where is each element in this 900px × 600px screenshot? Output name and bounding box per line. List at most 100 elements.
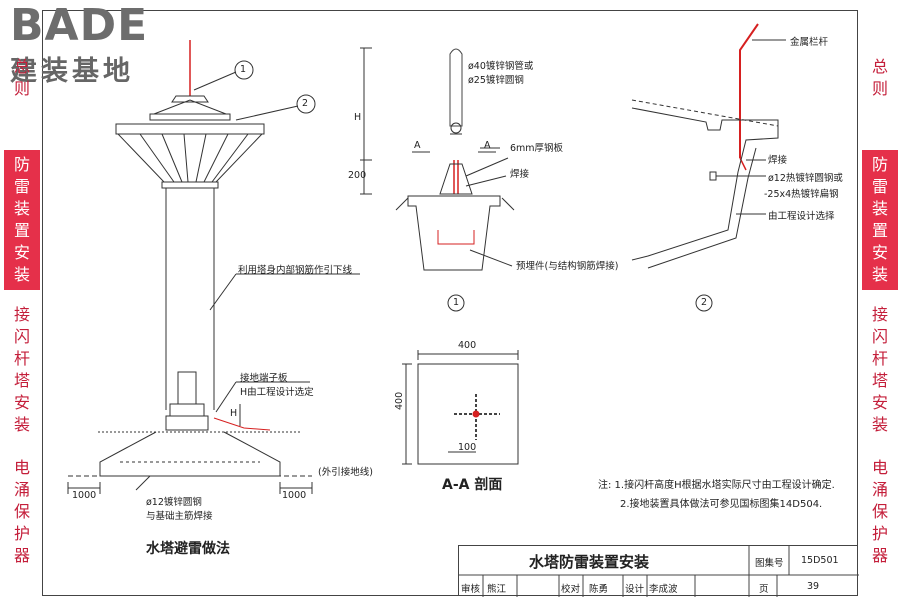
d1-weld: 焊接	[510, 169, 530, 180]
sidebar-char: 器	[13, 546, 30, 565]
detail2-rail	[739, 23, 759, 158]
sidebar-item-2[interactable]: 防雷装置安装	[4, 150, 40, 290]
sidebar-item-3[interactable]: 接闪杆塔安装	[862, 304, 898, 436]
detail1-base	[407, 195, 501, 271]
tower-roof-base	[149, 113, 231, 121]
sidebar-char: 涌	[13, 480, 30, 499]
sidebar-char: 安	[13, 243, 30, 262]
tb-page-no: 39	[807, 581, 820, 592]
detail1-pipe	[449, 48, 463, 127]
tb-page-label: 页	[759, 584, 769, 595]
d1-plate: 6mm厚钢板	[510, 143, 564, 154]
section-caption: A-A 剖面	[442, 477, 503, 493]
tower-foundation	[99, 431, 281, 477]
tb-atlas-no: 15D501	[801, 555, 839, 566]
sidebar-char: 置	[871, 221, 888, 240]
sidebar-char: 安	[871, 243, 888, 262]
callout-1: 1	[240, 64, 247, 75]
tb-title: 水塔防雷装置安装	[529, 553, 650, 571]
label-outside-earth: (外引接地线)	[318, 467, 373, 478]
sidebar-char: 器	[871, 546, 888, 565]
sidebar-char: 保	[13, 502, 30, 521]
sidebar-char: 接	[871, 305, 888, 324]
callout-2: 2	[302, 98, 309, 109]
sec-dim-top: 400	[458, 340, 477, 351]
d2-number: 2	[701, 297, 708, 308]
d2-bar2: -25x4热镀锌扁钢	[764, 189, 839, 200]
sidebar-char: 总	[13, 57, 30, 76]
sidebar-item-4[interactable]: 电涌保护器	[862, 438, 898, 586]
tower-cap	[171, 95, 209, 103]
logo-brand: BADE	[10, 0, 149, 51]
d1-pipe2: ø25镀锌圆钢	[468, 75, 524, 86]
tb-reviewer: 熊江	[487, 584, 507, 595]
d1-number: 1	[453, 297, 460, 308]
sidebar-char: 装	[871, 265, 888, 284]
sidebar-char: 电	[871, 458, 888, 477]
label-downconductor: 利用塔身内部钢筋作引下线	[238, 265, 353, 276]
sidebar-char: 电	[13, 458, 30, 477]
tower-door	[177, 371, 197, 405]
sidebar-char: 防	[871, 155, 888, 174]
tb-designer: 李成波	[649, 584, 678, 595]
sidebar-char: 装	[871, 199, 888, 218]
label-h-short: H	[230, 408, 238, 419]
sidebar-char: 杆	[13, 349, 30, 368]
d1-section-a-right: A	[484, 140, 491, 151]
d1-section-a-left: A	[414, 140, 421, 151]
sidebar-item-4[interactable]: 电涌保护器	[4, 438, 40, 586]
sidebar-char: 装	[871, 415, 888, 434]
d1-dim-200: 200	[348, 170, 367, 181]
sec-dim-inner: 100	[458, 442, 477, 453]
sidebar-char: 塔	[871, 371, 888, 390]
sidebar-char: 安	[13, 393, 30, 412]
tower-tank-rim	[115, 123, 265, 135]
sidebar-char: 闪	[13, 327, 30, 346]
dim-left: 1000	[72, 490, 97, 501]
note-1: 注: 1.接闪杆高度H根据水塔实际尺寸由工程设计确定.	[598, 480, 835, 491]
title-block: 水塔防雷装置安装 图集号 15D501 审核 熊江 校对 陈勇 设计 李成波 页…	[458, 545, 859, 597]
label-h-design: H由工程设计选定	[240, 387, 314, 398]
sidebar-item-1[interactable]: 总则	[4, 36, 40, 120]
d1-embed: 预埋件(与结构钢筋焊接)	[516, 261, 619, 272]
sidebar-item-3[interactable]: 接闪杆塔安装	[4, 304, 40, 436]
title-block-grid	[459, 546, 859, 597]
dim-right: 1000	[282, 490, 307, 501]
tb-checker: 陈勇	[589, 584, 609, 595]
d2-weld: 焊接	[768, 155, 788, 166]
tb-design-label: 设计	[625, 584, 645, 595]
sidebar-item-2[interactable]: 防雷装置安装	[862, 150, 898, 290]
sidebar-char: 装	[13, 265, 30, 284]
sidebar-char: 塔	[13, 371, 30, 390]
d2-bar1: ø12热镀锌圆钢或	[768, 173, 843, 184]
sidebar-char: 装	[13, 199, 30, 218]
sidebar-char: 保	[871, 502, 888, 521]
tb-review-label: 审核	[461, 584, 481, 595]
notes: 注: 1.接闪杆高度H根据水塔实际尺寸由工程设计确定. 2.接地装置具体做法可参…	[598, 476, 835, 514]
sidebar-char: 则	[13, 79, 30, 98]
sidebar-char: 总	[871, 57, 888, 76]
sidebar-char: 置	[13, 221, 30, 240]
sidebar-char: 安	[871, 393, 888, 412]
sidebar-char: 雷	[871, 177, 888, 196]
label-bar2: 与基础主筋焊接	[146, 511, 213, 522]
tower-caption: 水塔避雷做法	[146, 541, 230, 557]
label-terminal: 接地端子板	[240, 373, 288, 384]
drawing-frame	[42, 10, 858, 596]
sidebar-char: 则	[871, 79, 888, 98]
sidebar-char: 雷	[13, 177, 30, 196]
logo-subtitle: 建装基地	[10, 56, 134, 87]
note-2: 2.接地装置具体做法可参见国标图集14D504.	[620, 499, 823, 510]
tower-tank	[116, 133, 264, 183]
sidebar-char: 接	[13, 305, 30, 324]
d1-dim-h: H	[354, 112, 362, 123]
sidebar-item-1[interactable]: 总则	[862, 36, 898, 120]
sidebar-char: 闪	[871, 327, 888, 346]
sidebar-char: 杆	[871, 349, 888, 368]
d2-design: 由工程设计选择	[768, 211, 835, 222]
sidebar-char: 护	[13, 524, 30, 543]
d1-pipe1: ø40镀锌钢管或	[468, 61, 534, 72]
sidebar-char: 涌	[871, 480, 888, 499]
section-plate	[417, 363, 519, 465]
